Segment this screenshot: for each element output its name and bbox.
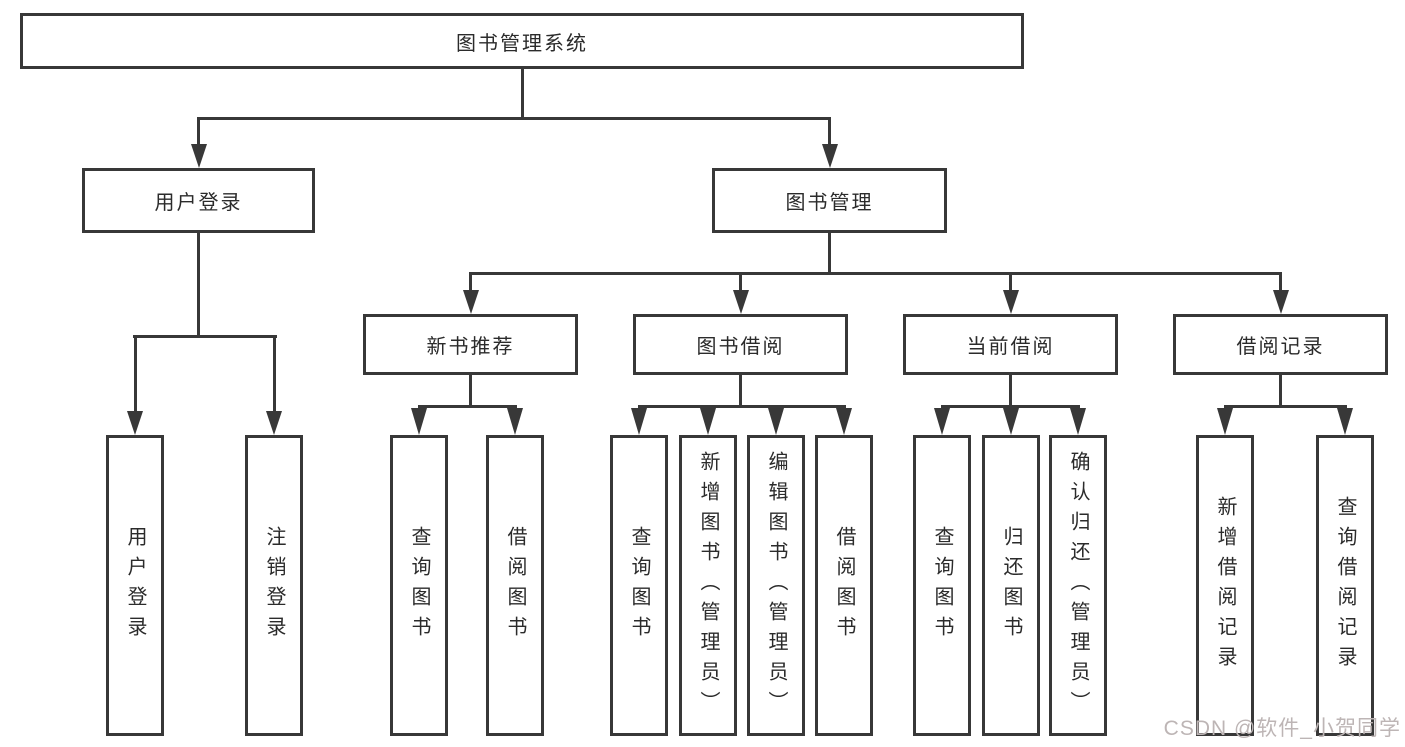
node-current-borrow-label: 当前借阅 [966, 336, 1055, 358]
leaf-query-borrow-record: 查询借阅记录 [1316, 435, 1374, 736]
connector-line [828, 233, 831, 275]
leaf-borrow-books-recommend: 借阅图书 [486, 435, 544, 736]
node-borrow-records: 借阅记录 [1173, 314, 1388, 375]
arrow-down-icon [507, 408, 523, 435]
leaf-user-login: 用户登录 [106, 435, 164, 736]
arrow-down-icon [821, 144, 838, 168]
leaf-confirm-return-admin-label: 确认归还（管理员） [1067, 450, 1089, 721]
node-book-borrow: 图书借阅 [633, 314, 848, 375]
arrow-down-icon [1003, 408, 1019, 435]
leaf-edit-book-admin: 编辑图书（管理员） [747, 435, 805, 736]
leaf-query-borrow-record-label: 查询借阅记录 [1334, 495, 1356, 676]
connector-line [197, 117, 831, 120]
leaf-query-books-borrow: 查询图书 [610, 435, 668, 736]
leaf-query-books-recommend: 查询图书 [390, 435, 448, 736]
leaf-add-book-admin-label: 新增图书（管理员） [697, 450, 719, 721]
connector-line [1009, 275, 1012, 291]
leaf-add-borrow-record: 新增借阅记录 [1196, 435, 1254, 736]
leaf-user-login-label: 用户登录 [124, 525, 146, 646]
arrow-down-icon [732, 290, 749, 314]
arrow-down-icon [700, 408, 716, 435]
node-current-borrow: 当前借阅 [903, 314, 1118, 375]
leaf-logout-label: 注销登录 [263, 525, 285, 646]
connector-line [739, 275, 742, 291]
arrow-down-icon [836, 408, 852, 435]
arrow-down-icon [1070, 408, 1086, 435]
connector-line [520, 69, 524, 120]
connector-line [1279, 375, 1282, 408]
connector-line [469, 275, 472, 291]
leaf-confirm-return-admin: 确认归还（管理员） [1049, 435, 1107, 736]
node-new-book-recommend-label: 新书推荐 [426, 336, 515, 358]
leaf-add-borrow-record-label: 新增借阅记录 [1214, 495, 1236, 676]
arrow-down-icon [934, 408, 950, 435]
connector-line [197, 120, 200, 145]
arrow-down-icon [1217, 408, 1233, 435]
connector-line [940, 405, 1080, 408]
arrow-down-icon [190, 144, 207, 168]
connector-line [272, 338, 276, 411]
connector-line [417, 405, 517, 408]
arrow-down-icon [1272, 290, 1289, 314]
leaf-query-books-current-label: 查询图书 [931, 525, 953, 646]
node-borrow-records-label: 借阅记录 [1236, 336, 1325, 358]
node-root-label: 图书管理系统 [456, 32, 588, 55]
leaf-query-books-borrow-label: 查询图书 [628, 525, 650, 646]
arrow-down-icon [462, 290, 479, 314]
connector-line [469, 272, 1282, 275]
connector-line [1009, 375, 1012, 408]
connector-line [637, 405, 846, 408]
connector-line [197, 233, 200, 338]
node-user-login: 用户登录 [82, 168, 315, 233]
leaf-borrow-books: 借阅图书 [815, 435, 873, 736]
connector-line [828, 120, 831, 145]
arrow-down-icon [768, 408, 784, 435]
node-book-borrow-label: 图书借阅 [696, 336, 785, 358]
node-user-login-label: 用户登录 [154, 192, 243, 214]
connector-line [1279, 275, 1282, 291]
node-root-system: 图书管理系统 [20, 13, 1024, 69]
leaf-return-book-label: 归还图书 [1000, 525, 1022, 646]
leaf-query-books-current: 查询图书 [913, 435, 971, 736]
leaf-logout: 注销登录 [245, 435, 303, 736]
leaf-borrow-books-recommend-label: 借阅图书 [504, 525, 526, 646]
watermark: CSDN @软件_小贺同学 [1163, 717, 1401, 740]
connector-line [739, 375, 742, 408]
node-book-management: 图书管理 [712, 168, 947, 233]
leaf-add-book-admin: 新增图书（管理员） [679, 435, 737, 736]
node-new-book-recommend: 新书推荐 [363, 314, 578, 375]
leaf-return-book: 归还图书 [982, 435, 1040, 736]
arrow-down-icon [127, 411, 143, 435]
leaf-query-books-recommend-label: 查询图书 [408, 525, 430, 646]
arrow-down-icon [1337, 408, 1353, 435]
arrow-down-icon [411, 408, 427, 435]
connector-line [133, 335, 277, 338]
arrow-down-icon [631, 408, 647, 435]
connector-line [1223, 405, 1347, 408]
leaf-borrow-books-label: 借阅图书 [833, 525, 855, 646]
connector-line [469, 375, 472, 408]
node-book-management-label: 图书管理 [785, 192, 874, 214]
leaf-edit-book-admin-label: 编辑图书（管理员） [765, 450, 787, 721]
arrow-down-icon [266, 411, 282, 435]
arrow-down-icon [1002, 290, 1019, 314]
connector-line [133, 338, 137, 411]
